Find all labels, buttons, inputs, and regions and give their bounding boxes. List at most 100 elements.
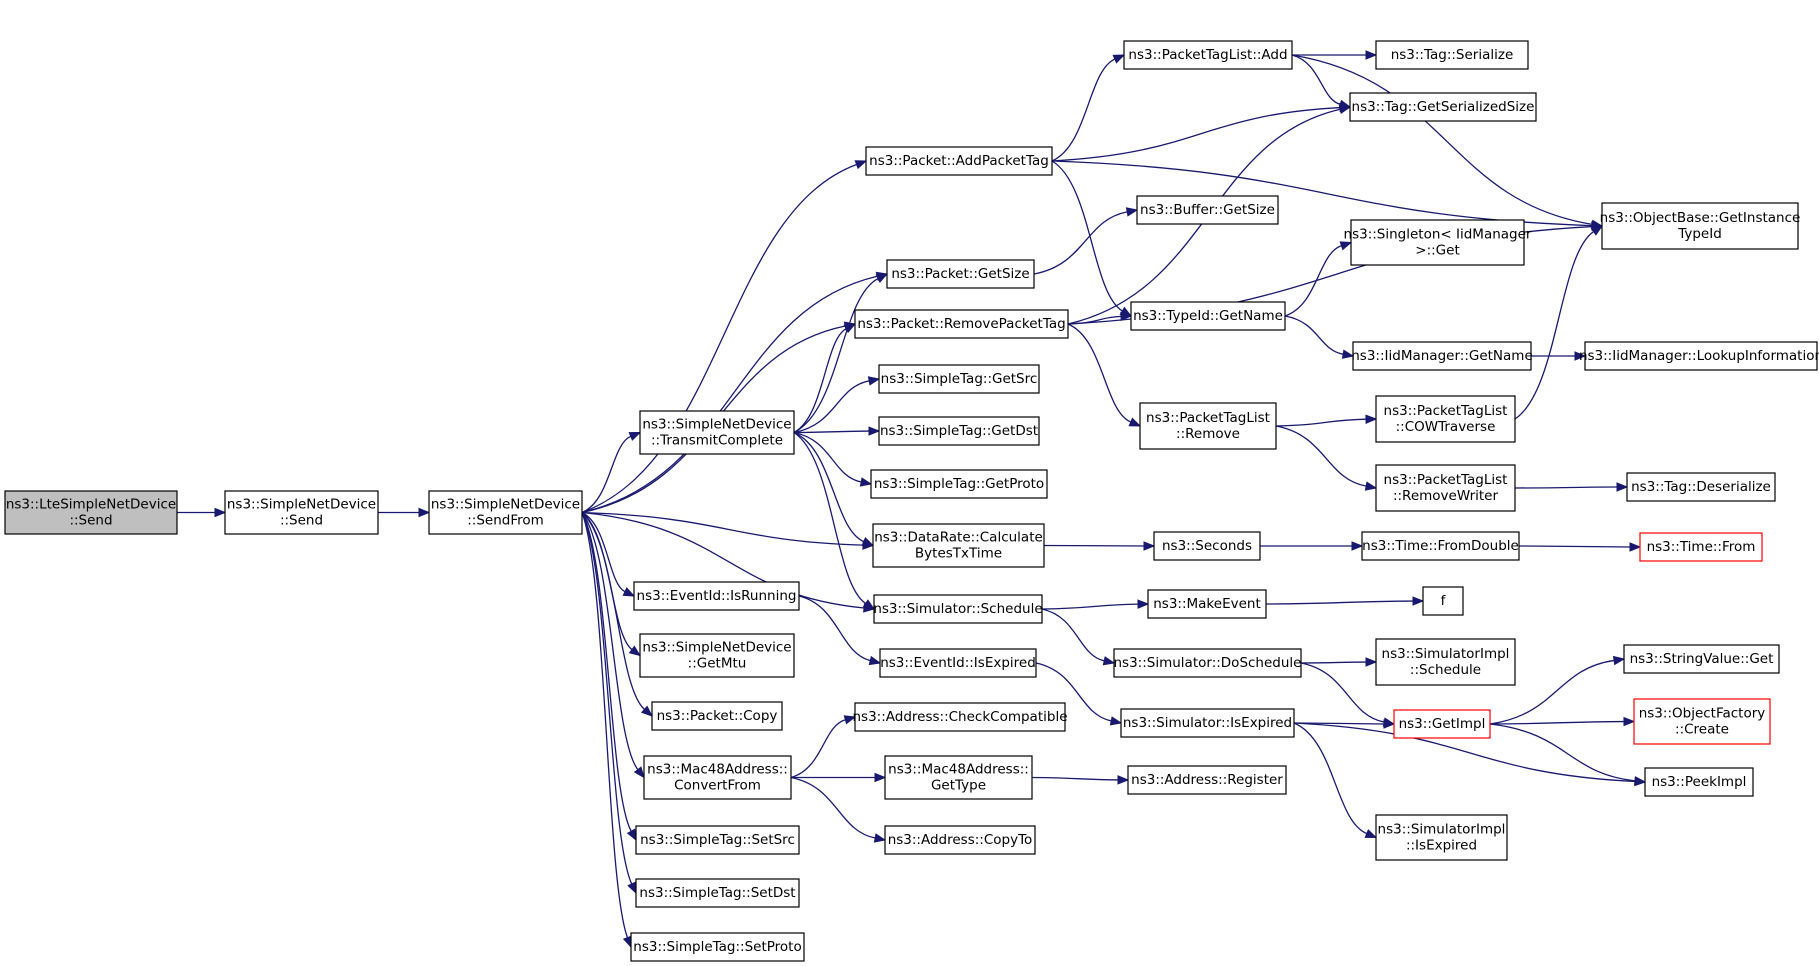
- node-peekimpl[interactable]: ns3::PeekImpl: [1644, 767, 1754, 797]
- node-label-line: ns3::Address::CheckCompatible: [852, 709, 1067, 725]
- node-iidmanager-getname[interactable]: ns3::IidManager::GetName: [1351, 341, 1533, 371]
- node-box: [1147, 589, 1267, 619]
- node-lte-send[interactable]: ns3::LteSimpleNetDevice::Send: [4, 490, 178, 535]
- node-eventid-isrunning[interactable]: ns3::EventId::IsRunning: [633, 581, 800, 611]
- node-singleton-get[interactable]: ns3::Singleton< IidManager>::Get: [1344, 219, 1532, 266]
- node-makeevent[interactable]: ns3::MakeEvent: [1147, 589, 1267, 619]
- node-label-line: ns3::TypeId::GetName: [1133, 308, 1283, 324]
- edge-arrowhead: [1109, 716, 1123, 726]
- edge-arrowhead: [868, 426, 881, 436]
- node-buffer-getsize[interactable]: ns3::Buffer::GetSize: [1136, 195, 1279, 225]
- node-simulatorimpl-isexpired[interactable]: ns3::SimulatorImpl::IsExpired: [1375, 814, 1508, 861]
- edge-arrowhead: [1338, 104, 1352, 114]
- edge-arrowhead: [1629, 542, 1642, 552]
- node-packet-addpackettag[interactable]: ns3::Packet::AddPacketTag: [865, 146, 1053, 176]
- edge-iidmanager_getname-to-iidmanager_lookupinformation: [1531, 351, 1587, 361]
- node-box: [630, 932, 805, 962]
- node-time-from[interactable]: ns3::Time::From: [1639, 532, 1763, 562]
- node-box: [1644, 767, 1754, 797]
- node-label-line: ns3::Tag::Deserialize: [1631, 479, 1771, 495]
- edge-arrowhead: [640, 705, 654, 717]
- node-box: [873, 594, 1043, 624]
- node-snd-send[interactable]: ns3::SimpleNetDevice::Send: [224, 490, 379, 535]
- edge-packettaglist_remove-to-packettaglist_removewriter: [1275, 425, 1378, 491]
- node-simpletag-setdst[interactable]: ns3::SimpleTag::SetDst: [635, 878, 800, 908]
- node-address-register[interactable]: ns3::Address::Register: [1127, 765, 1287, 795]
- edge-typeid_getname-to-iidmanager_getname: [1284, 315, 1355, 359]
- node-packettaglist-remove[interactable]: ns3::PacketTagList::Remove: [1139, 402, 1277, 450]
- edge-arrowhead: [1117, 775, 1130, 785]
- node-box: [1601, 202, 1799, 250]
- edge-mac48_convertfrom-to-mac48_gettype: [791, 772, 887, 783]
- edge-line: [1041, 608, 1105, 662]
- node-simulator-doschedule[interactable]: ns3::Simulator::DoSchedule: [1113, 648, 1302, 678]
- node-typeid-getname[interactable]: ns3::TypeId::GetName: [1130, 301, 1286, 331]
- node-label-line: ns3::IidManager::LookupInformation: [1579, 348, 1819, 364]
- edge-packet_addpackettag-to-tag_getserializedsize: [1051, 102, 1352, 162]
- edge-arrowhead: [1574, 351, 1587, 361]
- node-mac48-convertfrom[interactable]: ns3::Mac48Address::ConvertFrom: [643, 755, 792, 800]
- node-simulator-schedule[interactable]: ns3::Simulator::Schedule: [873, 594, 1043, 624]
- node-mac48-gettype[interactable]: ns3::Mac48Address::GetType: [884, 755, 1033, 800]
- node-simpletag-getsrc[interactable]: ns3::SimpleTag::GetSrc: [878, 364, 1040, 394]
- node-packet-removepackettag[interactable]: ns3::Packet::RemovePacketTag: [854, 309, 1069, 339]
- node-simpletag-setproto[interactable]: ns3::SimpleTag::SetProto: [630, 932, 805, 962]
- edge-simulator_isexpired-to-getimpl: [1293, 719, 1396, 729]
- node-label-line: ns3::Packet::Copy: [657, 708, 778, 724]
- node-getimpl[interactable]: ns3::GetImpl: [1393, 709, 1491, 739]
- node-packet-copy[interactable]: ns3::Packet::Copy: [651, 701, 783, 731]
- node-simulator-isexpired[interactable]: ns3::Simulator::IsExpired: [1120, 708, 1295, 738]
- edge-packettaglist_add-to-tag_getserializedsize: [1291, 54, 1352, 109]
- node-iidmanager-lookupinformation[interactable]: ns3::IidManager::LookupInformation: [1579, 341, 1819, 371]
- node-label-line: ns3::EventId::IsRunning: [637, 588, 797, 604]
- node-packettaglist-removewriter[interactable]: ns3::PacketTagList::RemoveWriter: [1375, 464, 1516, 512]
- node-label-line: ns3::StringValue::Get: [1630, 651, 1774, 667]
- node-eventid-isexpired[interactable]: ns3::EventId::IsExpired: [879, 648, 1037, 678]
- edge-arrowhead: [861, 537, 875, 547]
- edge-arrowhead: [859, 477, 873, 487]
- node-packettaglist-add[interactable]: ns3::PacketTagList::Add: [1123, 40, 1293, 70]
- node-simpletag-getdst[interactable]: ns3::SimpleTag::GetDst: [878, 416, 1040, 446]
- edge-line: [1514, 486, 1618, 489]
- node-label-line: ns3::Tag::GetSerializedSize: [1352, 99, 1535, 115]
- node-snd-transmitcomplete[interactable]: ns3::SimpleNetDevice::TransmitComplete: [639, 410, 795, 455]
- edge-packettaglist_remove-to-packettaglist_cowtraverse: [1275, 414, 1378, 427]
- node-packettaglist-cowtraverse[interactable]: ns3::PacketTagList::COWTraverse: [1375, 395, 1516, 443]
- edge-arrowhead: [1102, 656, 1116, 666]
- node-box: [1375, 40, 1529, 70]
- node-time-fromdouble[interactable]: ns3::Time::FromDouble: [1361, 531, 1520, 561]
- node-f[interactable]: f: [1422, 586, 1464, 616]
- node-label-line: ::Schedule: [1410, 662, 1481, 678]
- node-snd-getmtu[interactable]: ns3::SimpleNetDevice::GetMtu: [639, 633, 795, 678]
- node-seconds[interactable]: ns3::Seconds: [1153, 531, 1261, 561]
- node-label-line: ::IsExpired: [1406, 838, 1477, 854]
- node-address-copyto[interactable]: ns3::Address::CopyTo: [884, 825, 1036, 855]
- edge-line: [1284, 315, 1344, 355]
- node-label-line: ns3::SimulatorImpl: [1378, 822, 1506, 838]
- node-box: [854, 309, 1069, 339]
- node-simulatorimpl-schedule[interactable]: ns3::SimulatorImpl::Schedule: [1375, 638, 1516, 686]
- node-objectfactory-create[interactable]: ns3::ObjectFactory::Create: [1633, 698, 1771, 745]
- node-packet-getsize[interactable]: ns3::Packet::GetSize: [886, 259, 1035, 289]
- node-box: [635, 825, 800, 855]
- node-simpletag-getproto[interactable]: ns3::SimpleTag::GetProto: [870, 469, 1048, 499]
- node-box: [1113, 648, 1302, 678]
- edge-line: [1051, 160, 1123, 312]
- node-address-checkcompatible[interactable]: ns3::Address::CheckCompatible: [852, 702, 1068, 732]
- node-simpletag-setsrc[interactable]: ns3::SimpleTag::SetSrc: [635, 825, 800, 855]
- node-tag-getserializedsize[interactable]: ns3::Tag::GetSerializedSize: [1349, 92, 1537, 122]
- edge-arrowhead: [1623, 716, 1636, 727]
- node-box: [651, 701, 783, 731]
- node-stringvalue-get[interactable]: ns3::StringValue::Get: [1623, 644, 1780, 674]
- node-tag-serialize[interactable]: ns3::Tag::Serialize: [1375, 40, 1529, 70]
- edge-line: [581, 511, 626, 593]
- edge-snd_send-to-snd_sendfrom: [377, 507, 431, 518]
- edge-line: [798, 595, 871, 662]
- edge-line: [1293, 722, 1385, 725]
- node-box: [428, 490, 583, 535]
- node-snd-sendfrom[interactable]: ns3::SimpleNetDevice::SendFrom: [428, 490, 583, 535]
- node-tag-deserialize[interactable]: ns3::Tag::Deserialize: [1626, 472, 1776, 502]
- node-label-line: ns3::Buffer::GetSize: [1140, 202, 1275, 218]
